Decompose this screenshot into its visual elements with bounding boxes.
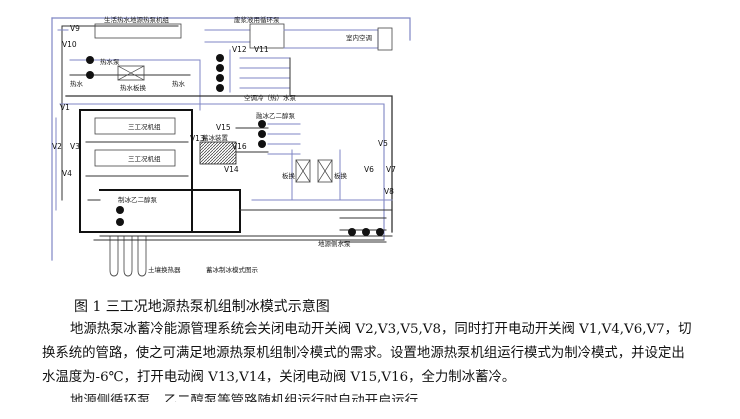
- label-plate-hx-1: 板换: [282, 171, 296, 180]
- pump-icon: [216, 54, 224, 62]
- system-diagram: 生活热水地源热泵机组 废浆液用循环泵 室内空调 热水泵 热水板换 热水 热水 空…: [51, 15, 411, 277]
- label-indoor-ac: 室内空调: [346, 33, 372, 42]
- pump-icon: [258, 130, 266, 138]
- valve-label: V10: [62, 40, 77, 49]
- pump-icon: [376, 228, 384, 236]
- valve-label: V7: [386, 165, 396, 174]
- pump-icon: [86, 71, 94, 79]
- figure-caption: 图 1 三工况地源热泵机组制冰模式示意图: [74, 299, 330, 315]
- pump-icon: [86, 56, 94, 64]
- valve-label: V9: [70, 24, 80, 33]
- label-glycol-pump-bottom: 制冰乙二醇泵: [118, 195, 158, 204]
- pump-icon: [116, 206, 124, 214]
- paragraph: 地源热泵冰蓄冷能源管理系统会关闭电动开关阀 V2,V3,V5,V8，同时打开电动…: [42, 322, 692, 385]
- pump-icon: [216, 84, 224, 92]
- label-ground-hx: 土壤换热器: [148, 265, 181, 274]
- valve-label: V11: [254, 45, 269, 54]
- valve-label: V13: [190, 134, 205, 143]
- label-waste-heat: 废浆液用循环泵: [234, 15, 280, 24]
- label-hot-water-pump: 热水泵: [100, 57, 120, 66]
- pump-icon: [116, 218, 124, 226]
- valve-label: V5: [378, 139, 388, 148]
- pump-icon: [258, 140, 266, 148]
- valve-label: V3: [70, 142, 80, 151]
- valve-label: V1: [60, 103, 70, 112]
- pump-icon: [348, 228, 356, 236]
- label-plate-hx-2: 板换: [334, 171, 348, 180]
- valve-label: V4: [62, 169, 72, 178]
- paragraph-next-line: 地源侧循环泵、乙二醇泵等管路随机组运行时自动开启运行: [70, 394, 419, 402]
- valve-label: V2: [52, 142, 62, 151]
- valve-label: V16: [232, 142, 247, 151]
- label-glycol-pump-top: 融冰乙二醇泵: [256, 111, 296, 120]
- valve-label: V12: [232, 45, 247, 54]
- valve-label: V6: [364, 165, 374, 174]
- valve-label: V8: [384, 187, 394, 196]
- label-hot-water-left: 热水: [70, 79, 84, 88]
- valve-label: V14: [224, 165, 239, 174]
- label-ground-pump: 地源侧水泵: [318, 239, 351, 248]
- label-ice-storage: 蓄冰装置: [202, 133, 229, 142]
- pump-icon: [216, 74, 224, 82]
- valve-label: V15: [216, 123, 231, 132]
- label-condition-unit-2: 三工况机组: [128, 154, 161, 163]
- label-condition-unit-1: 三工况机组: [128, 122, 161, 131]
- pump-icon: [216, 64, 224, 72]
- label-hot-water-hx: 热水板换: [120, 83, 147, 92]
- label-mode-note: 蓄冰制冰模式图示: [206, 265, 259, 274]
- pump-icon: [362, 228, 370, 236]
- label-hot-water-unit: 生活热水地源热泵机组: [104, 15, 170, 24]
- label-hot-water-right: 热水: [172, 79, 186, 88]
- label-ac-pump: 空调冷（热）水泵: [244, 93, 297, 102]
- body-text: 地源热泵冰蓄冷能源管理系统会关闭电动开关阀 V2,V3,V5,V8，同时打开电动…: [42, 318, 694, 402]
- pump-icon: [258, 120, 266, 128]
